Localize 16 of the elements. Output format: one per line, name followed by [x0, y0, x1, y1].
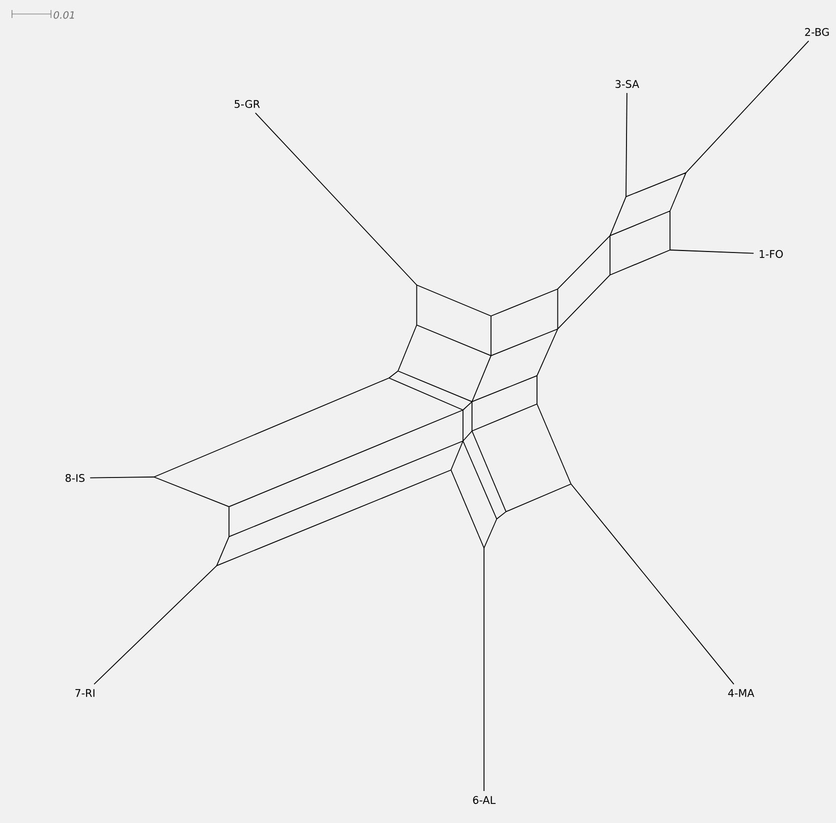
taxon-label: 3-SA — [616, 80, 640, 88]
branch-line — [94, 565, 218, 685]
branch-line — [626, 92, 628, 198]
taxon-label: 1-FO — [760, 250, 783, 258]
branch-line — [570, 484, 734, 685]
branch-line — [686, 40, 810, 174]
taxon-label: 8-IS — [66, 474, 85, 482]
taxon-label: 7-RI — [75, 689, 94, 697]
taxon-label: 2-BG — [805, 28, 829, 36]
branch-line — [670, 250, 754, 254]
taxon-label: 6-AL — [473, 796, 496, 804]
scale-label: 0.01 — [54, 11, 74, 19]
taxon-label: 4-MA — [728, 689, 754, 697]
branch-line — [254, 112, 418, 286]
taxon-label: 5-GR — [234, 100, 260, 108]
branch-line — [90, 476, 154, 478]
